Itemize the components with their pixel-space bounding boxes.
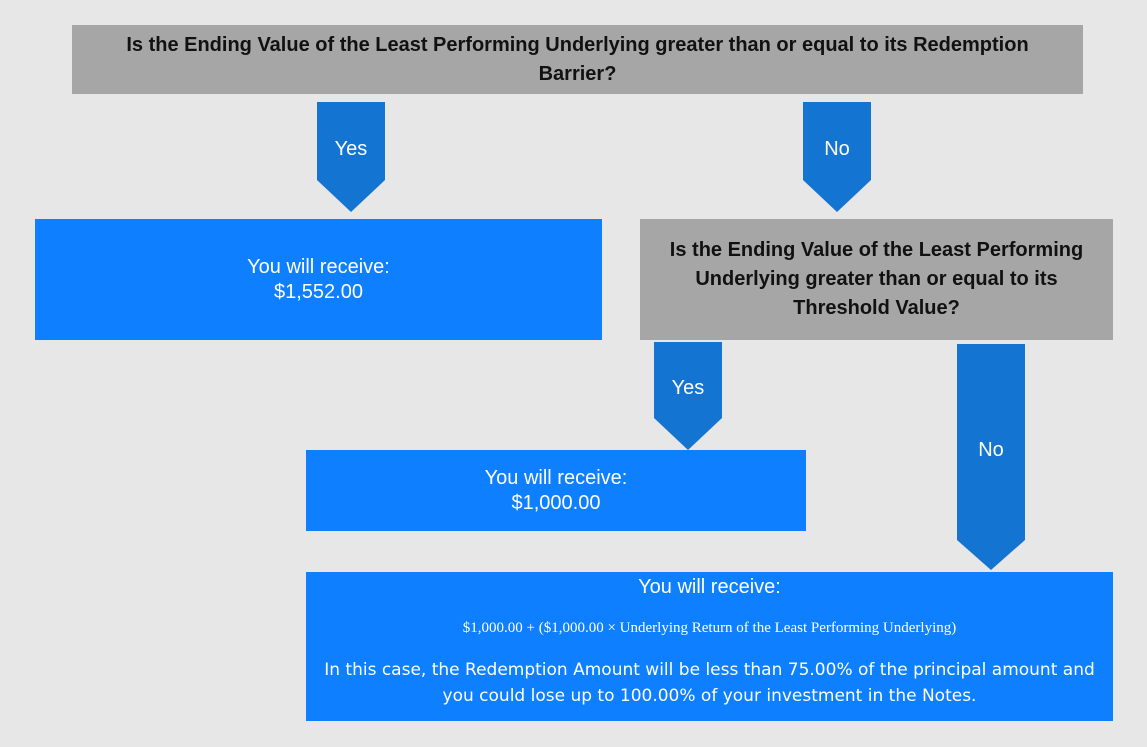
outcome-1-label: You will receive: — [247, 255, 390, 278]
no-arrow-1 — [803, 102, 871, 212]
question-2-box: Is the Ending Value of the Least Perform… — [640, 219, 1113, 340]
yes-arrow-1-label: Yes — [334, 138, 368, 160]
outcome-1-box: You will receive: $1,552.00 — [35, 219, 602, 340]
no-arrow-2-label: No — [978, 439, 1004, 461]
outcome-3-note: In this case, the Redemption Amount will… — [324, 660, 1095, 706]
outcome-3-box: You will receive: $1,000.00 + ($1,000.00… — [306, 572, 1113, 721]
outcome-3-formula: $1,000.00 + ($1,000.00 × Underlying Retu… — [462, 620, 957, 636]
no-arrow-1-label: No — [824, 138, 850, 160]
question-1-text: Is the Ending Value of the Least Perform… — [126, 33, 1029, 85]
outcome-2-box: You will receive: $1,000.00 — [306, 450, 806, 531]
question-1-box: Is the Ending Value of the Least Perform… — [72, 25, 1083, 94]
yes-arrow-2 — [654, 342, 722, 450]
no-arrow-2 — [957, 344, 1025, 570]
outcome-3-label: You will receive: — [638, 576, 781, 598]
outcome-2-amount: $1,000.00 — [511, 491, 601, 514]
question-2-text: Is the Ending Value of the Least Perform… — [669, 239, 1084, 319]
yes-arrow-1 — [317, 102, 385, 212]
yes-arrow-2-label: Yes — [671, 377, 705, 399]
outcome-1-amount: $1,552.00 — [274, 280, 363, 303]
outcome-2-label: You will receive: — [484, 466, 628, 489]
